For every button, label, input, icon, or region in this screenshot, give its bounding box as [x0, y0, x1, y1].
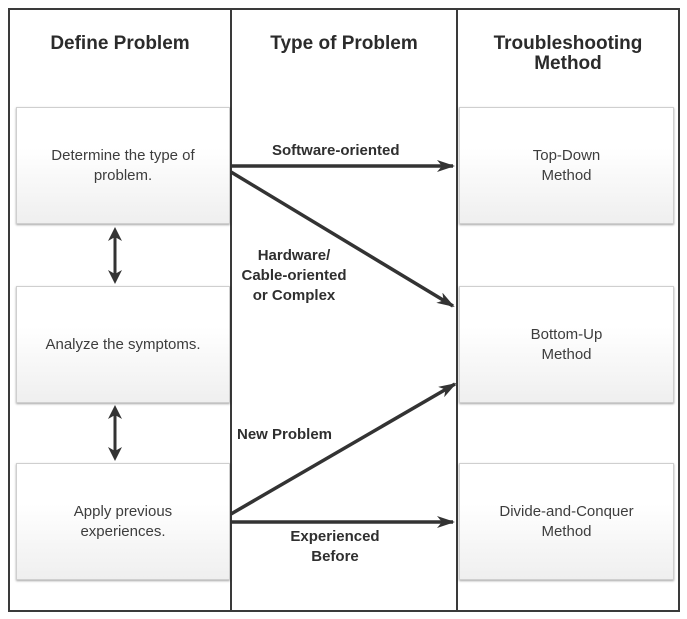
column-divider-right: [456, 8, 458, 612]
label-hardware-cable: Hardware/ Cable-oriented or Complex: [241, 247, 347, 304]
diagram-frame: [8, 8, 680, 612]
arrow-hardware: [230, 170, 455, 308]
box-bottom-up-text: Bottom-Up Method: [530, 325, 603, 363]
box-determine-type: Determine the type of problem.: [16, 107, 230, 224]
label-experienced-before: Experienced Before: [290, 528, 380, 565]
header-define-problem: Define Problem: [50, 33, 190, 54]
box-top-down-text: Top-Down Method: [532, 146, 601, 184]
header-troubleshooting-method: Troubleshooting Method: [493, 33, 643, 74]
box-top-down: Top-Down Method: [459, 107, 674, 224]
box-bottom-up: Bottom-Up Method: [459, 286, 674, 403]
label-software-oriented: Software-oriented: [272, 142, 400, 159]
arrow-new-problem: [230, 382, 457, 516]
box-divide-and-conquer: Divide-and-Conquer Method: [459, 463, 674, 580]
box-analyze-symptoms-text: Analyze the symptoms.: [45, 335, 201, 353]
box-analyze-symptoms: Analyze the symptoms.: [16, 286, 230, 403]
box-determine-type-text: Determine the type of problem.: [51, 146, 195, 184]
box-apply-experiences: Apply previous experiences.: [16, 463, 230, 580]
box-divide-and-conquer-text: Divide-and-Conquer Method: [499, 502, 634, 540]
label-new-problem: New Problem: [237, 426, 333, 443]
header-type-of-problem: Type of Problem: [270, 33, 418, 54]
box-apply-experiences-text: Apply previous experiences.: [73, 502, 173, 540]
column-divider-left: [230, 8, 232, 612]
